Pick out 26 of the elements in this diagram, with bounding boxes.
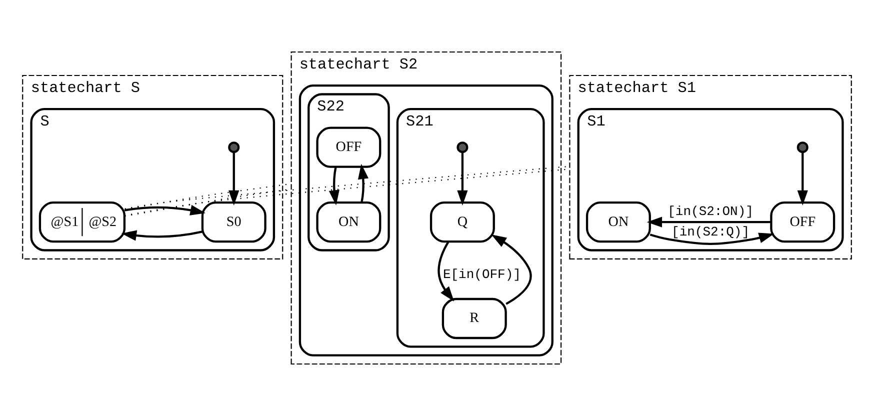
edge-label: E[in(OFF)] — [442, 266, 520, 282]
node-box: OFF — [316, 126, 381, 168]
node-box: Q — [429, 201, 494, 242]
arrow — [456, 152, 468, 206]
arrow — [228, 152, 239, 206]
node-box: S0 — [200, 201, 266, 242]
cluster — [298, 84, 553, 356]
arrow — [490, 234, 532, 304]
node-circle — [796, 141, 808, 153]
arrow — [328, 166, 339, 205]
edge-label: [in(S2:Q)] — [671, 224, 750, 240]
node-box: ON — [585, 201, 650, 242]
node-circle — [228, 141, 240, 153]
arrow — [124, 204, 205, 215]
node-box: OFF — [770, 201, 835, 242]
arrow — [437, 240, 454, 302]
node-box: R — [441, 297, 506, 339]
arrow — [646, 216, 771, 227]
edge-label: [in(S2:ON)] — [667, 204, 753, 219]
arrow — [120, 230, 202, 240]
arrow — [796, 152, 808, 206]
node-circle — [456, 141, 468, 153]
arrow — [649, 232, 774, 244]
node-box: ON — [316, 201, 381, 242]
node-box: @S1 @S2 — [38, 201, 126, 242]
arrow — [357, 163, 368, 202]
